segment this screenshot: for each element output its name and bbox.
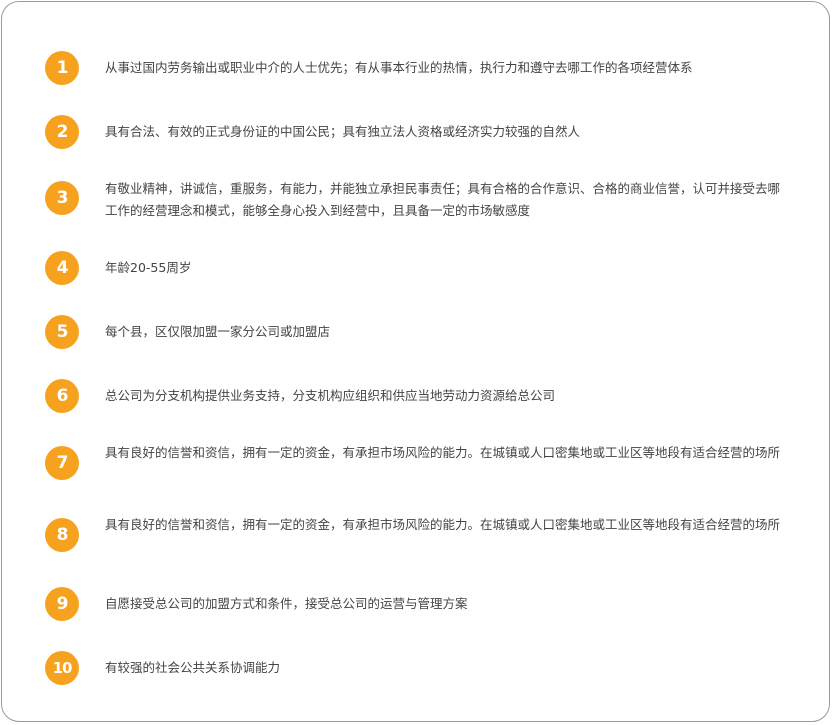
list-item: 7 具有良好的信誉和资信，拥有一定的资金，有承担市场风险的能力。在城镇或人口密集… xyxy=(2,442,829,482)
list-item: 3 有敬业精神，讲诚信，重服务，有能力，并能独立承担民事责任；具有合格的合作意识… xyxy=(2,177,829,218)
list-item: 2 具有合法、有效的正式身份证的中国公民；具有独立法人资格或经济实力较强的自然人 xyxy=(2,113,829,153)
item-text: 自愿接受总公司的加盟方式和条件，接受总公司的运营与管理方案 xyxy=(105,596,468,611)
item-text: 具有良好的信誉和资信，拥有一定的资金，有承担市场风险的能力。在城镇或人口密集地或… xyxy=(105,517,781,532)
number-badge: 3 xyxy=(45,181,79,215)
list-item: 6 总公司为分支机构提供业务支持，分支机构应组织和供应当地劳动力资源给总公司 xyxy=(2,377,829,417)
item-text: 有敬业精神，讲诚信，重服务，有能力，并能独立承担民事责任；具有合格的合作意识、合… xyxy=(105,181,781,218)
list-item: 1 从事过国内劳务输出或职业中介的人士优先；有从事本行业的热情，执行力和遵守去哪… xyxy=(2,49,829,89)
list-item: 4 年龄20-55周岁 xyxy=(2,249,829,289)
item-text: 有较强的社会公共关系协调能力 xyxy=(105,660,281,675)
number-badge: 5 xyxy=(45,315,79,349)
number-badge: 7 xyxy=(45,446,79,480)
item-text: 具有良好的信誉和资信，拥有一定的资金，有承担市场风险的能力。在城镇或人口密集地或… xyxy=(105,445,781,460)
list-item: 5 每个县，区仅限加盟一家分公司或加盟店 xyxy=(2,313,829,353)
number-badge: 1 xyxy=(45,51,79,85)
number-badge: 10 xyxy=(45,651,79,685)
number-badge: 9 xyxy=(45,587,79,621)
item-text: 每个县，区仅限加盟一家分公司或加盟店 xyxy=(105,324,331,339)
item-text: 从事过国内劳务输出或职业中介的人士优先；有从事本行业的热情，执行力和遵守去哪工作… xyxy=(105,60,693,75)
item-text: 具有合法、有效的正式身份证的中国公民；具有独立法人资格或经济实力较强的自然人 xyxy=(105,124,581,139)
number-badge: 8 xyxy=(45,518,79,552)
number-badge: 2 xyxy=(45,115,79,149)
item-text: 年龄20-55周岁 xyxy=(105,260,192,275)
item-text: 总公司为分支机构提供业务支持，分支机构应组织和供应当地劳动力资源给总公司 xyxy=(105,388,556,403)
list-item: 9 自愿接受总公司的加盟方式和条件，接受总公司的运营与管理方案 xyxy=(2,585,829,625)
list-item: 8 具有良好的信誉和资信，拥有一定的资金，有承担市场风险的能力。在城镇或人口密集… xyxy=(2,514,829,554)
list-item: 10 有较强的社会公共关系协调能力 xyxy=(2,649,829,689)
number-badge: 4 xyxy=(45,251,79,285)
number-badge: 6 xyxy=(45,379,79,413)
